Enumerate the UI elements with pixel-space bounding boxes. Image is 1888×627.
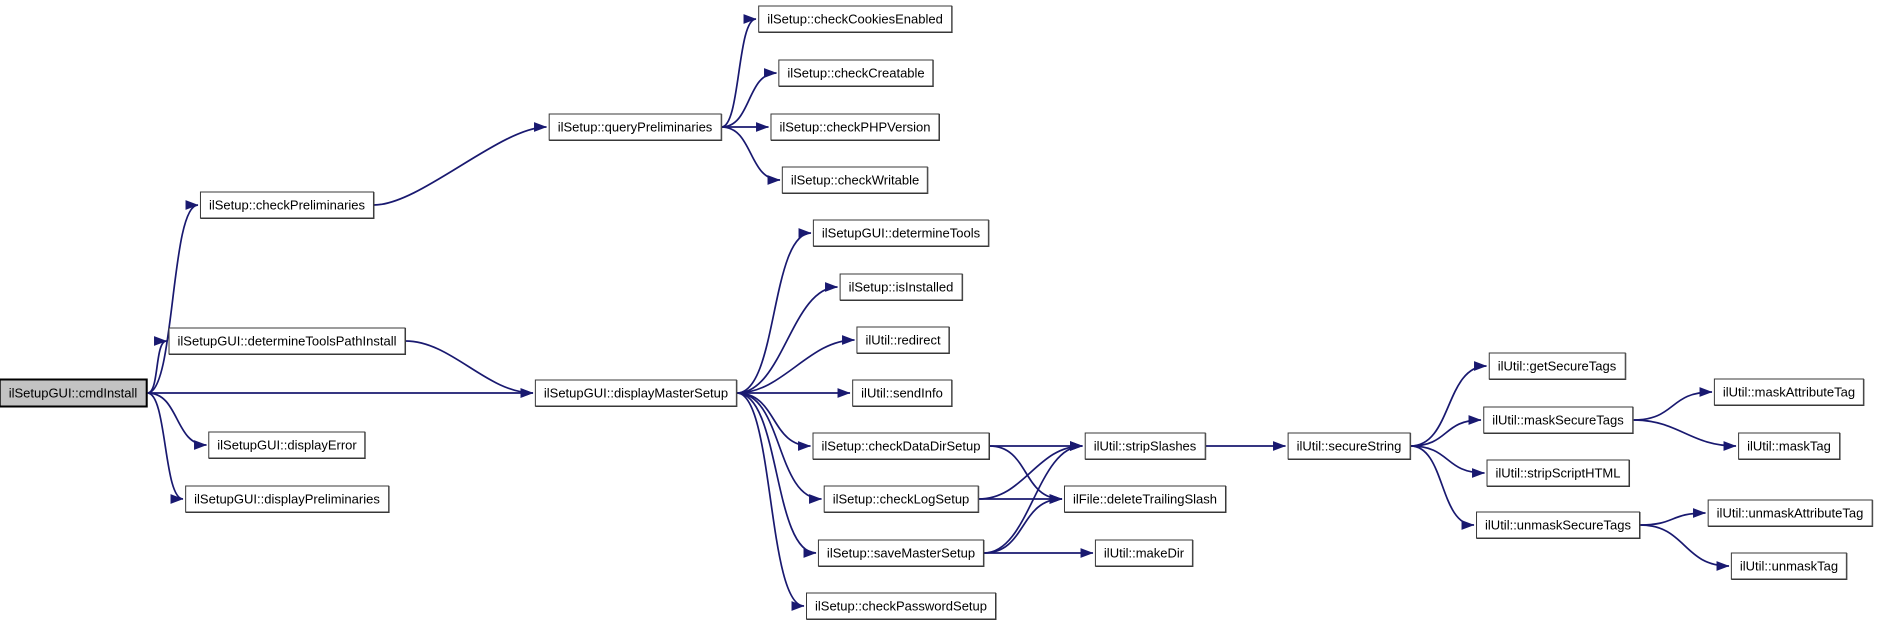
edge-determineToolsPathInstall-displayMasterSetup (405, 340, 534, 398)
edge-cmdInstall-displayPreliminaries (147, 392, 184, 504)
graph-node-getSecureTags[interactable]: ilUtil::getSecureTags (1488, 352, 1626, 380)
edge-cmdInstall-displayError (147, 392, 208, 450)
graph-node-unmaskAttributeTag[interactable]: ilUtil::unmaskAttributeTag (1707, 499, 1873, 527)
edge-unmaskSecureTags-unmaskAttributeTag (1639, 508, 1707, 526)
graph-node-checkWritable[interactable]: ilSetup::checkWritable (781, 166, 929, 194)
graph-node-isInstalled[interactable]: ilSetup::isInstalled (839, 273, 963, 301)
edge-displayMasterSetup-redirect (736, 335, 856, 394)
graph-node-displayMasterSetup[interactable]: ilSetupGUI::displayMasterSetup (534, 379, 738, 407)
graph-node-determineTools[interactable]: ilSetupGUI::determineTools (812, 219, 990, 247)
graph-node-unmaskSecureTags[interactable]: ilUtil::unmaskSecureTags (1476, 511, 1640, 539)
graph-node-checkDataDirSetup[interactable]: ilSetup::checkDataDirSetup (812, 432, 990, 460)
graph-node-maskTag[interactable]: ilUtil::maskTag (1738, 432, 1840, 460)
graph-node-secureString[interactable]: ilUtil::secureString (1287, 432, 1411, 460)
edge-displayMasterSetup-checkPasswordSetup (736, 392, 805, 611)
graph-node-displayPreliminaries[interactable]: ilSetupGUI::displayPreliminaries (185, 485, 389, 513)
edge-secureString-unmaskSecureTags (1410, 445, 1475, 530)
graph-node-checkPasswordSetup[interactable]: ilSetup::checkPasswordSetup (806, 592, 996, 620)
edge-displayMasterSetup-isInstalled (736, 282, 839, 394)
graph-node-displayError[interactable]: ilSetupGUI::displayError (208, 431, 366, 459)
edge-unmaskSecureTags-unmaskTag (1639, 524, 1730, 571)
edge-displayMasterSetup-checkLogSetup (736, 392, 823, 504)
graph-node-maskSecureTags[interactable]: ilUtil::maskSecureTags (1483, 406, 1633, 434)
graph-node-checkPHPVersion[interactable]: ilSetup::checkPHPVersion (770, 113, 940, 141)
edge-checkDataDirSetup-deleteTrailingSlash (989, 445, 1063, 504)
graph-node-checkPreliminaries[interactable]: ilSetup::checkPreliminaries (199, 191, 375, 219)
graph-node-checkCreatable[interactable]: ilSetup::checkCreatable (778, 59, 934, 87)
graph-node-maskAttributeTag[interactable]: ilUtil::maskAttributeTag (1713, 378, 1865, 406)
graph-node-cmdInstall: ilSetupGUI::cmdInstall (0, 378, 148, 408)
edge-group (147, 14, 1737, 611)
graph-node-unmaskTag[interactable]: ilUtil::unmaskTag (1730, 552, 1848, 580)
edge-checkPreliminaries-queryPreliminaries (373, 122, 548, 206)
edge-maskSecureTags-maskAttributeTag (1632, 387, 1713, 421)
edge-secureString-getSecureTags (1410, 361, 1488, 447)
edge-checkLogSetup-stripSlashes (978, 441, 1084, 500)
edge-queryPreliminaries-checkWritable (721, 126, 781, 185)
edge-saveMasterSetup-deleteTrailingSlash (983, 494, 1063, 554)
graph-node-checkLogSetup[interactable]: ilSetup::checkLogSetup (823, 485, 979, 513)
edge-cmdInstall-checkPreliminaries (147, 200, 199, 394)
graph-node-deleteTrailingSlash[interactable]: ilFile::deleteTrailingSlash (1063, 485, 1227, 513)
graph-node-stripScriptHTML[interactable]: ilUtil::stripScriptHTML (1486, 459, 1630, 487)
graph-node-determineToolsPathInstall[interactable]: ilSetupGUI::determineToolsPathInstall (168, 327, 406, 355)
edge-saveMasterSetup-stripSlashes (983, 441, 1084, 554)
edge-displayMasterSetup-saveMasterSetup (736, 392, 817, 558)
edge-secureString-stripScriptHTML (1410, 445, 1486, 478)
graph-node-sendInfo[interactable]: ilUtil::sendInfo (852, 379, 952, 407)
edge-maskSecureTags-maskTag (1632, 419, 1737, 451)
graph-node-redirect[interactable]: ilUtil::redirect (856, 326, 950, 354)
edge-displayMasterSetup-determineTools (736, 228, 812, 394)
edge-secureString-maskSecureTags (1410, 415, 1482, 447)
graph-node-queryPreliminaries[interactable]: ilSetup::queryPreliminaries (548, 113, 722, 141)
edge-cmdInstall-determineToolsPathInstall (147, 336, 168, 394)
graph-node-saveMasterSetup[interactable]: ilSetup::saveMasterSetup (817, 539, 985, 567)
graph-node-stripSlashes[interactable]: ilUtil::stripSlashes (1084, 432, 1206, 460)
graph-node-checkCookiesEnabled[interactable]: ilSetup::checkCookiesEnabled (758, 5, 952, 33)
edge-queryPreliminaries-checkCreatable (721, 68, 778, 128)
edge-queryPreliminaries-checkCookiesEnabled (721, 14, 757, 128)
graph-node-makeDir[interactable]: ilUtil::makeDir (1094, 539, 1194, 567)
